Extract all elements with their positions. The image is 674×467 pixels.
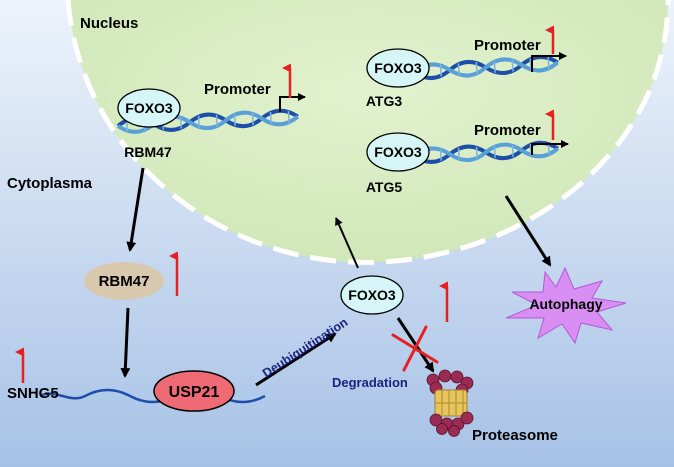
foxo3-free <box>340 275 404 315</box>
rbm47-protein-label: RBM47 <box>99 273 150 290</box>
gene-label-atg3: ATG3 <box>366 93 403 109</box>
proteasome-label: Proteasome <box>472 427 558 444</box>
promoter-label-atg5: Promoter <box>474 122 541 139</box>
snhg5-label: SNHG5 <box>7 385 59 402</box>
promoter-arrow-atg5 <box>531 140 569 155</box>
inhibition-cross <box>391 325 439 372</box>
foxo3-label-rbm47: FOXO3 <box>125 100 173 116</box>
promoter-arrow-atg3 <box>531 52 567 72</box>
gene-label-atg5: ATG5 <box>366 179 403 195</box>
foxo3-free-label: FOXO3 <box>348 287 396 303</box>
autophagy-burst <box>505 266 627 345</box>
usp21-protein <box>153 370 235 412</box>
promoter-arrow-rbm47 <box>279 93 306 112</box>
foxo3-label-atg5: FOXO3 <box>374 144 422 160</box>
arrow-foxo3-to-nucleus <box>335 217 359 269</box>
arrow-usp21-to-foxo3 <box>255 332 337 387</box>
degradation-label: Degradation <box>332 375 408 390</box>
gene-label-rbm47: RBM47 <box>124 144 172 160</box>
foxo3-bound-atg3 <box>366 48 430 88</box>
foxo3-label-atg3: FOXO3 <box>374 60 422 76</box>
promoter-label-rbm47: Promoter <box>204 81 271 98</box>
usp21-label: USP21 <box>169 384 220 401</box>
foxo3-bound-rbm47 <box>117 88 181 128</box>
autophagy-label: Autophagy <box>529 296 602 312</box>
nuclear-membrane <box>65 0 671 265</box>
rbm47-protein <box>84 262 164 300</box>
arrow-atg5-to-autophagy <box>504 195 552 267</box>
nucleus-label: Nucleus <box>80 15 138 32</box>
promoter-label-atg3: Promoter <box>474 37 541 54</box>
arrow-rbm47-to-snhg5 <box>120 307 131 378</box>
cytoplasma-label: Cytoplasma <box>7 175 93 192</box>
proteasome-icon <box>426 369 474 437</box>
arrow-gene-to-rbm47-protein <box>126 167 145 252</box>
foxo3-bound-atg5 <box>366 132 430 172</box>
